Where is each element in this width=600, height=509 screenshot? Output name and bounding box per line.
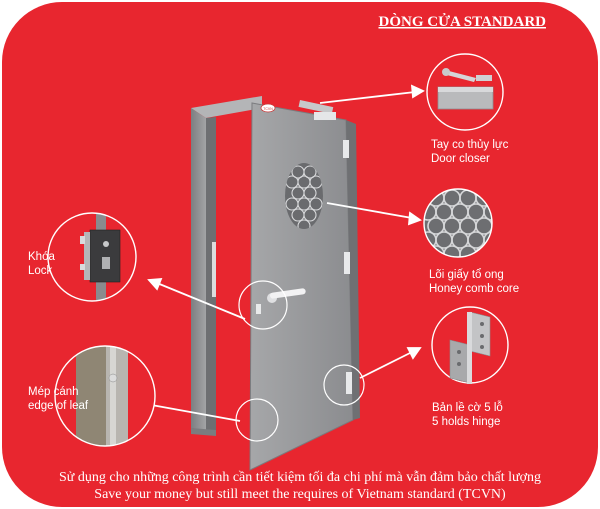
door-closer-label-vi: Tay co thủy lực [431,139,509,151]
door-closer-label-en: Door closer [431,153,490,165]
edge-label-vi: Mép cánh [28,386,79,398]
hinge-label-vi: Bản lề cờ 5 lỗ [432,401,503,414]
honeycomb-icon [423,188,493,258]
brand-badge: TCVN [263,107,273,111]
lock-label-vi: Khóa [28,251,55,263]
tcvn-badge-icon [260,103,276,113]
honeycomb-label-vi: Lõi giấy tổ ong [429,269,504,281]
door-frame [191,96,262,436]
door-closer-icon [426,53,504,131]
callout-arrows [136,84,425,422]
hinge-label-en: 5 holds hinge [432,416,500,428]
honeycomb-label-en: Honey comb core [429,283,519,295]
edge-icon [54,345,156,447]
edge-label-en: edge of leaf [28,400,89,412]
hinge-icon [431,306,509,384]
poster-title: DÒNG CỬA STANDARD [378,13,546,30]
door-leaf: TCVN [212,100,360,471]
footer-line-en: Save your money but still meet the requi… [94,487,506,502]
lock-label-en: Lock [28,265,53,277]
lock-icon [47,212,137,302]
footer-line-vi: Sử dụng cho những công trình cần tiết ki… [59,470,541,485]
